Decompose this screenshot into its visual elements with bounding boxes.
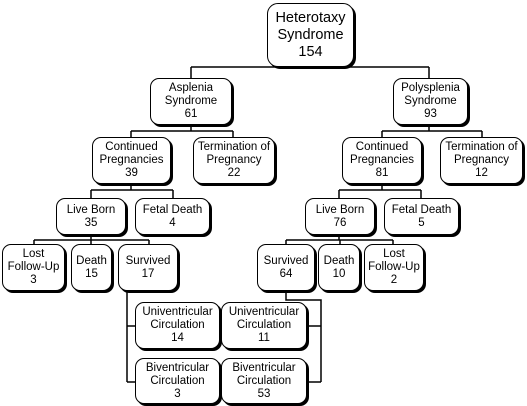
node-label: Univentricular Circulation bbox=[142, 306, 213, 331]
connector-asplenia bbox=[130, 125, 234, 137]
node-label: Univentricular Circulation bbox=[228, 306, 300, 331]
node-label: Death bbox=[76, 254, 107, 267]
node-count: 61 bbox=[184, 108, 198, 120]
node-label: Death bbox=[323, 254, 355, 267]
node-label: Lost Follow-Up bbox=[368, 248, 420, 273]
node-label: Continued Pregnancies bbox=[99, 141, 164, 166]
node-count: 14 bbox=[171, 332, 184, 344]
node-label: Biventricular Circulation bbox=[145, 361, 210, 387]
node-label: Lost Follow-Up bbox=[7, 248, 60, 273]
node-count: 39 bbox=[125, 167, 138, 179]
node-count: 3 bbox=[30, 274, 37, 286]
node-count: 76 bbox=[333, 216, 347, 229]
node-count: 2 bbox=[390, 274, 398, 286]
node-count: 35 bbox=[84, 216, 98, 229]
node-count: 93 bbox=[424, 108, 437, 120]
connector-a-liveborn bbox=[33, 235, 150, 244]
node-count: 53 bbox=[257, 387, 271, 400]
node-count: 17 bbox=[141, 267, 155, 280]
node-label: Heterotaxy Syndrome bbox=[275, 9, 346, 43]
node-label: Biventricular Circulation bbox=[232, 361, 296, 387]
node-count: 4 bbox=[169, 216, 176, 229]
connector-p-continued bbox=[338, 184, 422, 198]
node-count: 3 bbox=[174, 387, 181, 400]
node-count: 64 bbox=[279, 267, 293, 280]
node-label: Live Born bbox=[315, 203, 365, 216]
node-label: Fetal Death bbox=[142, 203, 203, 216]
node-label: Termination of Pregnancy bbox=[445, 141, 518, 166]
node-count: 11 bbox=[258, 332, 270, 344]
connector-p-liveborn bbox=[285, 235, 394, 244]
node-label: Survived bbox=[125, 254, 171, 267]
node-label: Survived bbox=[263, 254, 309, 267]
connector-a-continued bbox=[90, 184, 174, 198]
node-label: Polysplenia Syndrome bbox=[401, 82, 460, 107]
node-count: 15 bbox=[85, 267, 98, 280]
connector-a-survived bbox=[126, 291, 135, 383]
node-label: Asplenia Syndrome bbox=[164, 82, 218, 107]
node-label: Termination of Pregnancy bbox=[197, 141, 271, 166]
node-count: 154 bbox=[298, 43, 323, 60]
node-label: Fetal Death bbox=[391, 203, 452, 216]
node-count: 22 bbox=[227, 167, 241, 179]
node-count: 12 bbox=[475, 167, 488, 179]
connector-polysplenia bbox=[381, 125, 483, 137]
node-label: Live Born bbox=[66, 203, 116, 216]
node-count: 81 bbox=[375, 167, 389, 179]
node-count: 10 bbox=[332, 267, 346, 280]
connector-p-survived bbox=[285, 291, 322, 383]
node-label: Continued Pregnancies bbox=[350, 141, 414, 166]
node-count: 5 bbox=[418, 216, 425, 229]
